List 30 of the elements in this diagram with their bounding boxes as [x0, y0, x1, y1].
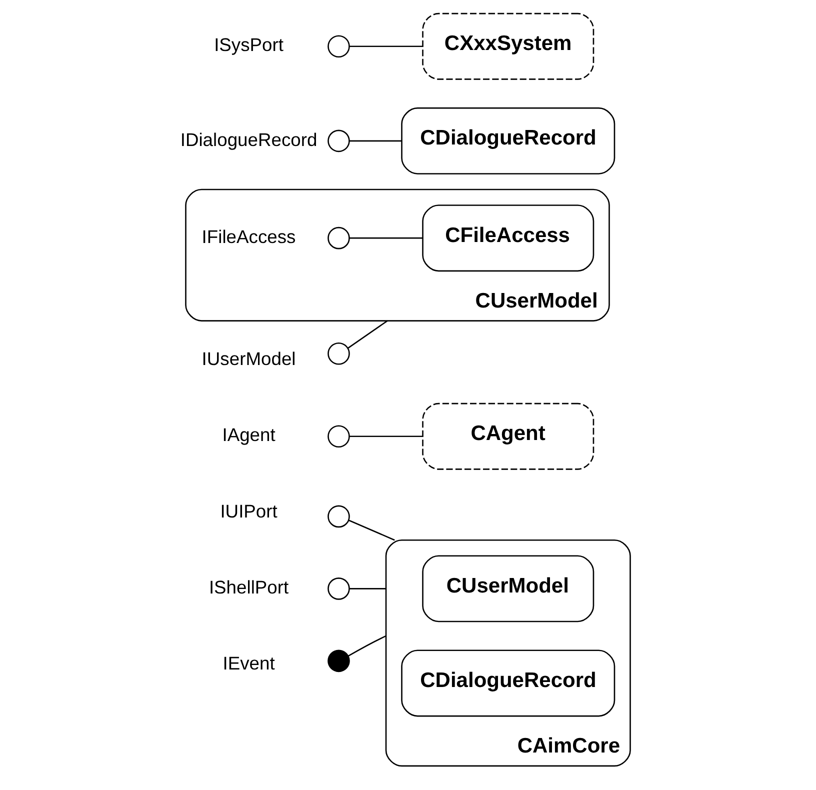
node-circle: [328, 226, 350, 250]
node-label: IUIPort: [220, 500, 278, 522]
node-label: IShellPort: [208, 576, 289, 598]
node-box: CUserModel: [422, 555, 594, 622]
node-circle: [328, 425, 350, 448]
node-box: CXxxSystem: [422, 12, 594, 80]
node-label: ISysPort: [214, 34, 284, 56]
node-circle: [328, 505, 350, 528]
node-label: IEvent: [222, 652, 275, 674]
node-box: CDialogueRecord: [401, 107, 616, 174]
connector: [350, 436, 423, 438]
connector: [350, 237, 423, 239]
node-circle: [328, 342, 350, 365]
connector: [350, 588, 386, 590]
node-circle: [328, 130, 350, 152]
connector: [348, 320, 388, 349]
node-circle: [328, 35, 350, 58]
node-dot: [328, 650, 350, 672]
node-label: IDialogueRecord: [180, 128, 318, 150]
node-label: IUserModel: [202, 348, 296, 370]
connector: [348, 635, 386, 657]
connector: [350, 140, 402, 142]
connector: [348, 520, 395, 541]
node-box: CDialogueRecord: [401, 650, 616, 717]
node-box: CAgent: [422, 402, 594, 470]
connector: [350, 46, 423, 48]
node-label: IFileAccess: [202, 226, 296, 247]
node-box: CFileAccess: [422, 204, 594, 272]
node-label: IAgent: [222, 424, 276, 446]
node-circle: [328, 578, 350, 600]
